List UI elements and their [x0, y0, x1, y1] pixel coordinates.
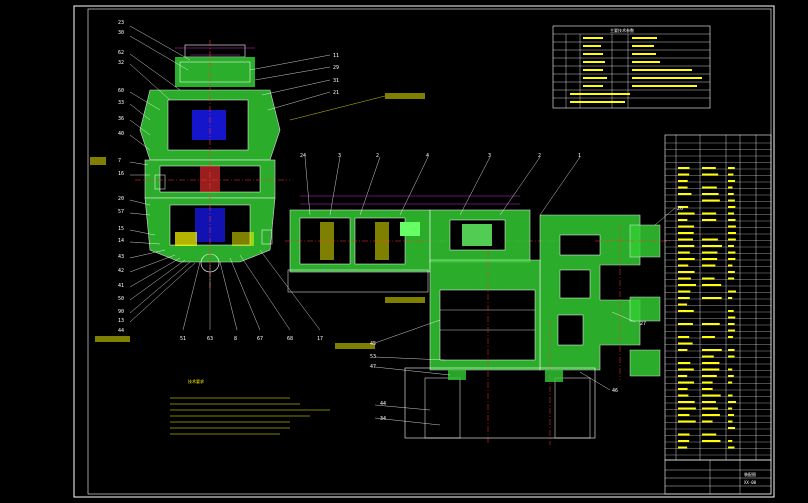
- callout-rp-4: 53: [370, 354, 376, 360]
- technical-notes-block: 技术要求: [170, 378, 330, 434]
- callout-lt-9: 16: [118, 171, 124, 177]
- callout-lb-10: 44: [118, 328, 124, 334]
- callout-bc-3: 67: [257, 336, 263, 342]
- callout-rt-1: 29: [333, 65, 339, 71]
- callout-lt-8: 7: [118, 158, 121, 164]
- callout-lb-5: 42: [118, 268, 124, 274]
- callout-lb-6: 41: [118, 283, 124, 289]
- notes-title: 技术要求: [188, 378, 204, 384]
- callout-tc-4: 3: [488, 153, 491, 159]
- parts-list: [665, 135, 771, 460]
- callout-rp-6: 44: [380, 401, 386, 407]
- callout-rt-2: 31: [333, 78, 339, 84]
- callout-lb-9: 13: [118, 318, 124, 324]
- callout-lb-3: 14: [118, 238, 124, 244]
- parameter-table: 主要技术参数: [553, 26, 710, 108]
- callout-lb-0: 20: [118, 196, 124, 202]
- callout-lt-7: 40: [118, 131, 124, 137]
- arm-leaders: [305, 157, 580, 215]
- callout-tc-5: 2: [538, 153, 541, 159]
- callout-lb-4: 43: [118, 254, 124, 260]
- callout-lb-7: 50: [118, 296, 124, 302]
- callout-lt-1: 30: [118, 30, 124, 36]
- title-block-drawing-no: XX-00: [744, 480, 757, 485]
- gearbox-assembly: [135, 40, 290, 290]
- callout-lt-4: 60: [118, 88, 124, 94]
- callout-lt-2: 62: [118, 50, 124, 56]
- callout-bc-0: 51: [180, 336, 186, 342]
- callout-rp-7: 34: [380, 416, 386, 422]
- callout-bc-5: 17: [317, 336, 323, 342]
- callout-tc-0: 24: [300, 153, 306, 159]
- callout-lt-6: 36: [118, 116, 124, 122]
- callout-bc-1: 63: [207, 336, 213, 342]
- callout-tc-2: 2: [376, 153, 379, 159]
- callout-rp-1: 27: [640, 321, 646, 327]
- callout-lt-5: 33: [118, 100, 124, 106]
- title-block: 装配图 XX-00: [665, 460, 771, 494]
- callout-lb-8: 90: [118, 309, 124, 315]
- title-block-name: 装配图: [744, 471, 756, 477]
- callout-rp-0: 26: [677, 206, 683, 212]
- callout-bc-4: 68: [287, 336, 293, 342]
- callout-rt-0: 11: [333, 53, 339, 59]
- callout-lb-2: 15: [118, 226, 124, 232]
- callout-lt-3: 32: [118, 60, 124, 66]
- callout-tc-1: 3: [338, 153, 341, 159]
- callout-tc-6: 1: [578, 153, 581, 159]
- callout-rt-3: 21: [333, 90, 339, 96]
- callout-tc-3: 4: [426, 153, 429, 159]
- callout-bc-2: 8: [234, 336, 237, 342]
- callout-lb-1: 57: [118, 209, 124, 215]
- callout-rp-3: 45: [370, 341, 376, 347]
- callout-rp-5: 47: [370, 364, 376, 370]
- callout-lt-0: 23: [118, 20, 124, 26]
- parameter-table-title: 主要技术参数: [610, 27, 634, 33]
- callout-rp-2: 46: [612, 388, 618, 394]
